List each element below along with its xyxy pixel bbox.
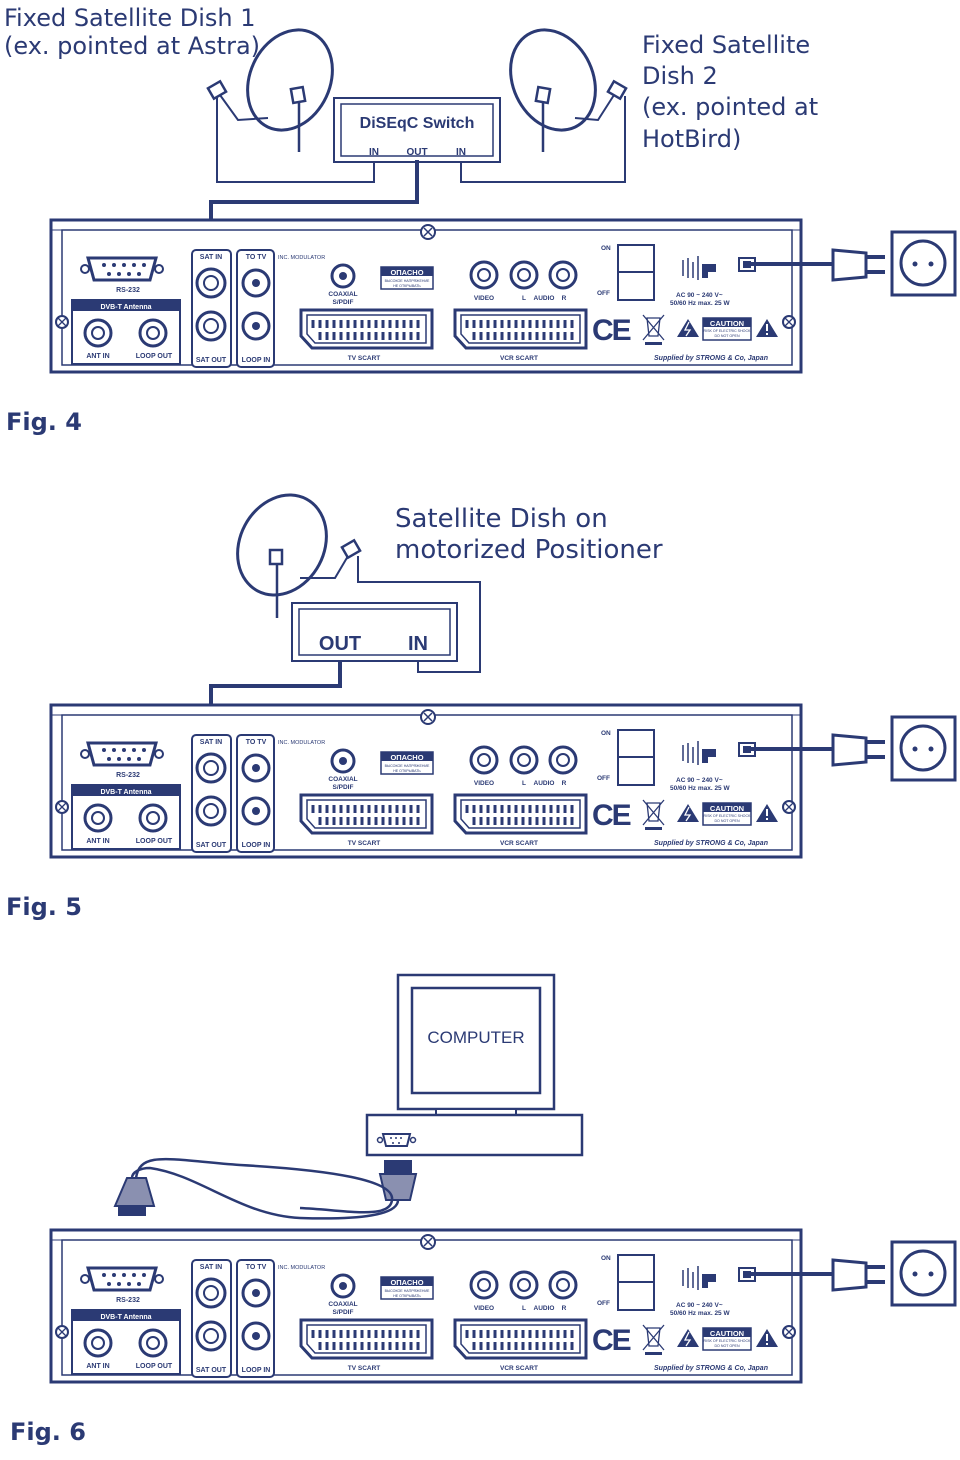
serial-cable [134, 1157, 394, 1214]
positioner-dish-label-line2: motorized Positioner [395, 535, 663, 566]
serial-connector-computer [378, 1160, 418, 1201]
switch-port-out: OUT [406, 147, 427, 158]
satellite-dish-motorized [236, 493, 362, 618]
positioner-dish-label: Satellite Dish on motorized Positioner [395, 504, 663, 566]
serial-connector-receiver [113, 1177, 156, 1216]
fig4-diagram: DiSEqC Switch IN OUT IN [49, 28, 957, 374]
diseqc-switch: DiSEqC Switch IN OUT IN [333, 97, 501, 163]
computer-monitor: COMPUTER [396, 973, 556, 1116]
positioner-dish-label-line1: Satellite Dish on [395, 504, 608, 534]
motorized-positioner: OUT IN [291, 602, 458, 662]
diseqc-switch-title: DiSEqC Switch [360, 115, 475, 132]
dish1-label-line2: (ex. pointed at Astra) [4, 32, 261, 61]
positioner-port-in: IN [408, 633, 428, 655]
fig4-caption: Fig. 4 [6, 408, 82, 436]
receiver-rear-panel-fig4 [49, 218, 957, 374]
switch-port-in-1: IN [369, 147, 379, 158]
computer-base-unit [365, 1113, 584, 1157]
fig6-diagram: COMPUTER [49, 973, 957, 1384]
fig5-caption: Fig. 5 [6, 893, 82, 921]
computer-label: COMPUTER [427, 1028, 524, 1047]
dish2-label: Fixed Satellite Dish 2 (ex. pointed at H… [642, 30, 818, 155]
dish1-label-line1: Fixed Satellite Dish 1 [4, 4, 256, 32]
dish2-label-line4: HotBird) [642, 124, 742, 153]
receiver-rear-panel-fig6 [49, 1228, 957, 1384]
fig6-caption: Fig. 6 [10, 1418, 86, 1446]
positioner-port-out: OUT [319, 633, 361, 655]
switch-port-in-2: IN [456, 147, 466, 158]
fig5-diagram: OUT IN [49, 493, 957, 859]
dish2-label-line3: (ex. pointed at [642, 93, 819, 122]
dish2-label-line1: Fixed Satellite [642, 31, 811, 59]
dish1-label: Fixed Satellite Dish 1 (ex. pointed at A… [4, 4, 260, 61]
satellite-dish-1 [206, 28, 334, 152]
satellite-dish-2 [509, 28, 628, 152]
receiver-rear-panel-fig5 [49, 703, 957, 859]
dish2-label-line2: Dish 2 [642, 62, 718, 91]
